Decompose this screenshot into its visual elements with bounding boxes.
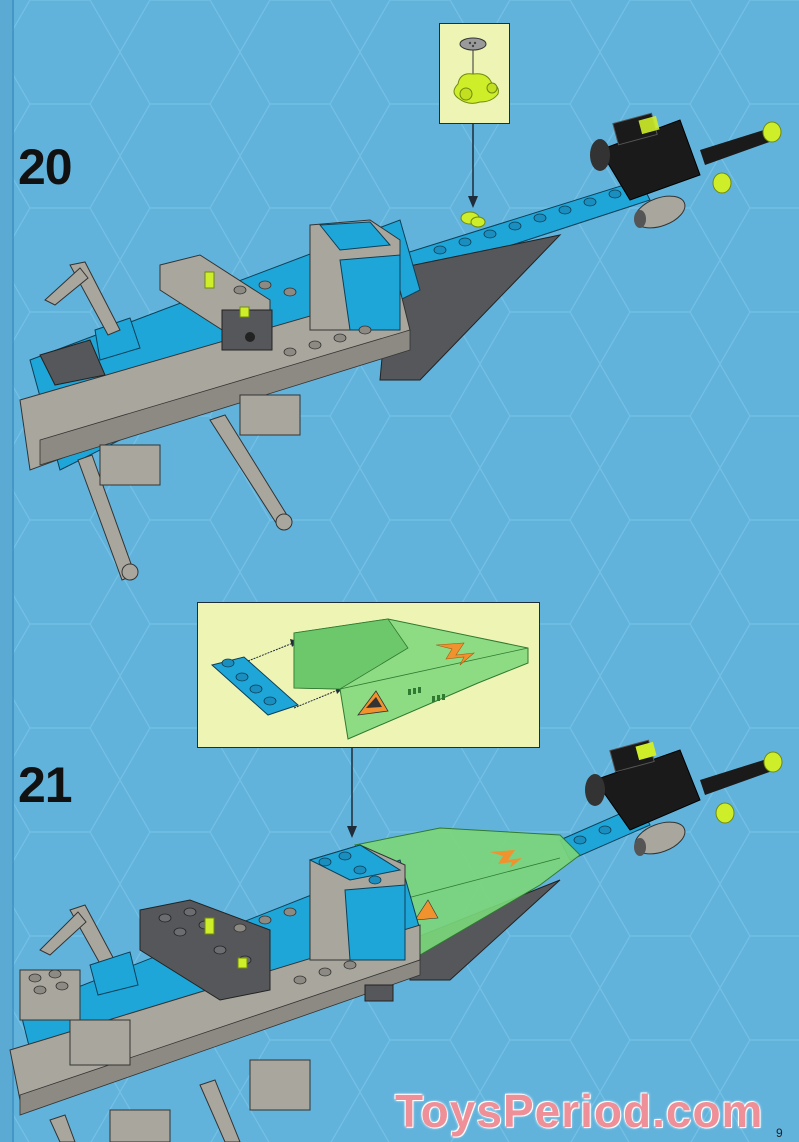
- radar-dish-part-icon: [453, 37, 499, 104]
- previous-page-edge: [0, 0, 12, 1142]
- step-20-parts-callout: [439, 23, 510, 124]
- page-spine: [12, 0, 14, 1142]
- step-number-21: 21: [18, 757, 73, 813]
- step-20-model-illustration: [19, 112, 782, 581]
- step-21-parts-callout: [197, 602, 540, 748]
- watermark-text: ToysPeriod.com: [395, 1085, 764, 1137]
- canopy-and-hinge-plate-parts: [210, 618, 529, 740]
- step-21-model-illustration: [9, 739, 783, 1142]
- page-number: 9: [776, 1126, 783, 1140]
- step-number-20: 20: [18, 139, 73, 195]
